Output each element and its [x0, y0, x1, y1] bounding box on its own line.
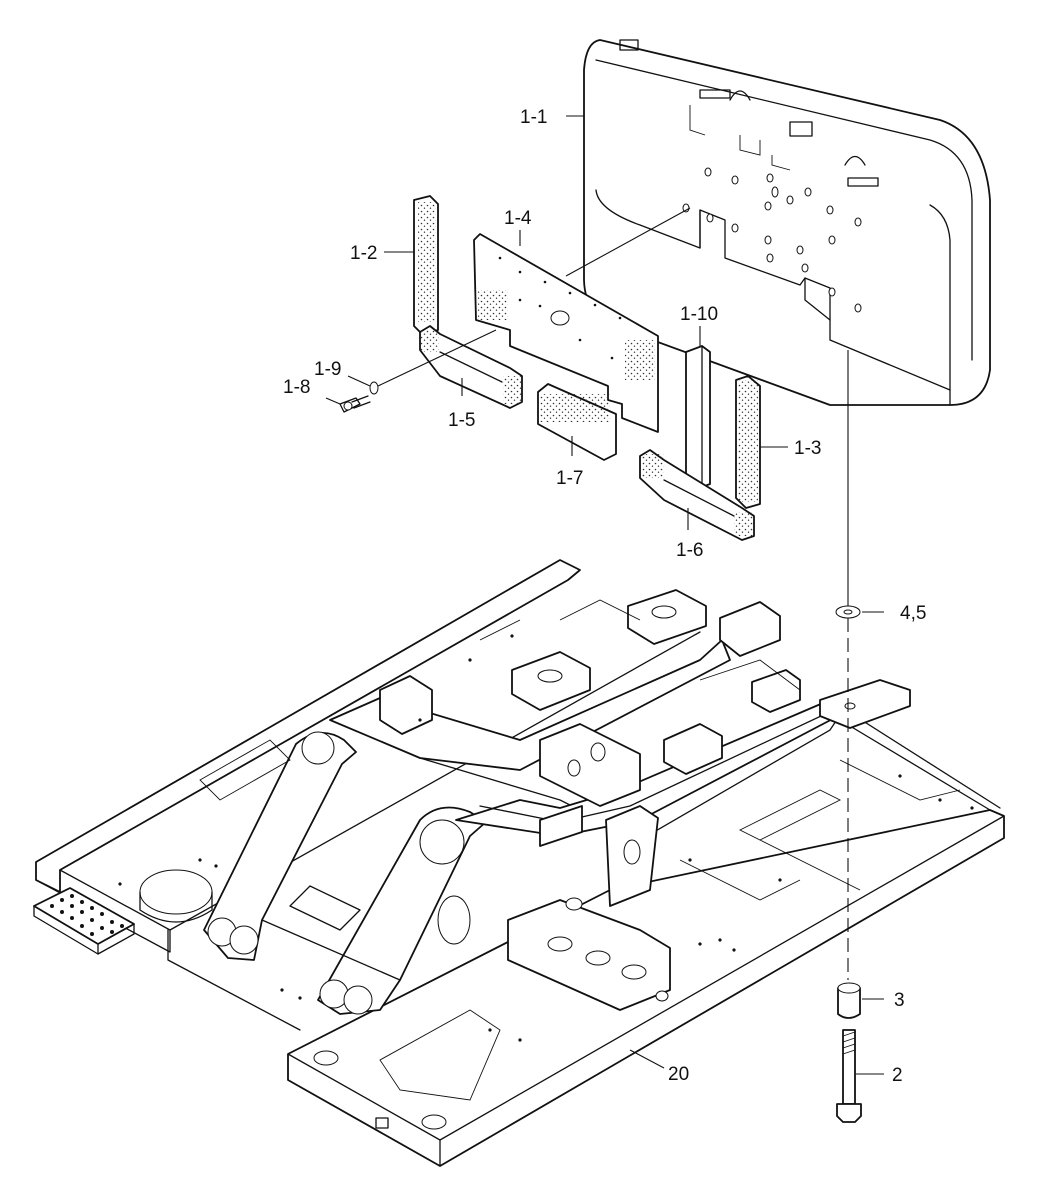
callout-1-2: 1-2: [350, 243, 377, 264]
main-frame-part: [33, 559, 1005, 1167]
washer-1-9-part: [369, 381, 379, 395]
callout-1-9: 1-9: [314, 359, 341, 380]
bolt-1-8-part: [339, 395, 371, 413]
angle-block-right-part: [639, 449, 755, 541]
counterweight-studs: [682, 167, 862, 313]
counterweight-part: [583, 39, 991, 406]
callout-1-4: 1-4: [504, 208, 532, 229]
bar-1-10-part: [685, 345, 711, 491]
callout-1-10: 1-10: [680, 304, 718, 325]
side-block-left-part: [413, 195, 439, 335]
frame-details: [199, 599, 961, 1101]
callout-20: 20: [668, 1064, 689, 1085]
callout-1-6: 1-6: [676, 540, 703, 561]
callout-1-1: 1-1: [520, 107, 547, 128]
cross-member-part: [379, 675, 671, 1011]
callout-1-7: 1-7: [556, 468, 583, 489]
callout-3: 3: [894, 990, 905, 1011]
step-plate-part: [33, 887, 135, 955]
callout-1-3: 1-3: [794, 438, 821, 459]
callout-labels: 1-1 1-2 1-4 1-10 1-9 1-8 1-5 1-3 1-7 1-6…: [283, 107, 926, 1086]
spacer-3-part: [837, 982, 861, 1019]
callout-1-8: 1-8: [283, 377, 310, 398]
plate-part: [473, 233, 659, 433]
angle-block-left-part: [419, 325, 523, 409]
boom-bracket-part: [203, 731, 487, 1015]
callout-4-5: 4,5: [900, 603, 926, 624]
callout-2: 2: [892, 1065, 903, 1086]
side-block-right-part: [735, 375, 761, 509]
washer-4-5-part: [835, 605, 861, 619]
block-1-7-part: [537, 383, 617, 461]
center-beam-part: [329, 589, 851, 841]
bolt-2-part: [836, 1029, 862, 1123]
leader-lines: [325, 115, 884, 1075]
callout-1-5: 1-5: [448, 410, 475, 431]
